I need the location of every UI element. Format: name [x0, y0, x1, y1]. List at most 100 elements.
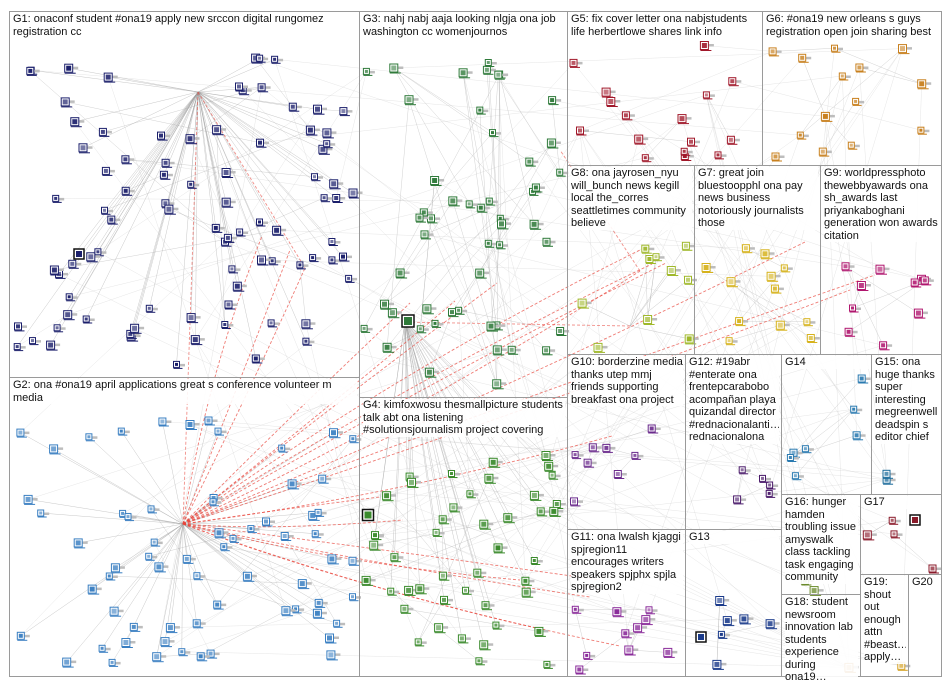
group-label-g11: G11: ona lwalsh kjaggi spjregion11 encou…: [571, 531, 683, 594]
edge: [430, 62, 574, 219]
node: [311, 530, 324, 539]
edge: [458, 310, 561, 332]
node: [150, 538, 163, 547]
node: [328, 238, 341, 246]
node: [542, 346, 556, 356]
node: [78, 143, 93, 154]
edge-ona-highlight: [182, 91, 199, 525]
node: [326, 650, 341, 661]
node: [529, 490, 544, 501]
node: [301, 319, 316, 330]
edge: [488, 62, 500, 245]
node: [16, 631, 30, 641]
node: [725, 337, 738, 346]
node: [395, 268, 410, 279]
edge: [417, 599, 445, 643]
node: [570, 497, 583, 507]
group-g12: G12: #19abr #enterate ona frentepcarabob…: [685, 354, 782, 530]
node: [583, 458, 597, 468]
node: [677, 114, 692, 125]
node: [521, 587, 536, 598]
edge: [732, 81, 921, 131]
edge: [102, 87, 262, 133]
node: [530, 557, 543, 565]
edge: [125, 523, 184, 643]
node: [647, 424, 661, 434]
node: [161, 158, 175, 168]
node: [339, 252, 352, 262]
node: [641, 615, 656, 626]
node: [448, 196, 463, 207]
edge: [848, 280, 925, 333]
edge: [78, 523, 184, 544]
edge: [164, 523, 184, 642]
edge: [736, 484, 770, 500]
group-label-g13: G13: [689, 531, 779, 544]
node: [65, 293, 78, 302]
node: [652, 253, 665, 262]
node: [612, 607, 627, 618]
node: [766, 271, 781, 282]
edge: [125, 174, 164, 192]
edge: [462, 72, 497, 326]
edge: [182, 523, 330, 639]
node: [548, 96, 562, 106]
node: [424, 367, 439, 378]
edge: [40, 512, 184, 525]
node: [211, 223, 225, 233]
node: [455, 306, 468, 315]
node: [666, 266, 681, 276]
edge: [363, 328, 850, 668]
node: [26, 66, 40, 76]
edge: [479, 272, 547, 351]
node: [328, 256, 341, 265]
edge: [182, 523, 248, 577]
node: [14, 322, 27, 332]
node: [186, 313, 201, 324]
node: [154, 562, 169, 573]
node: [178, 648, 191, 657]
edge: [186, 447, 593, 560]
group-g13: G13: [685, 529, 782, 677]
node: [546, 138, 561, 149]
edge: [182, 521, 267, 525]
edge-ona-highlight: [182, 241, 806, 525]
node: [701, 263, 716, 273]
node: [631, 451, 644, 460]
edge: [729, 324, 781, 341]
node: [52, 194, 65, 203]
edge: [386, 142, 552, 348]
edge: [605, 91, 887, 480]
node: [37, 509, 50, 518]
edge: [386, 99, 410, 348]
node: [475, 268, 490, 279]
edge: [420, 180, 435, 329]
node: [497, 219, 511, 230]
node: [204, 416, 218, 426]
node: [803, 318, 816, 327]
node: [818, 147, 832, 157]
node: [223, 233, 237, 243]
edge: [706, 94, 732, 140]
node: [606, 97, 621, 107]
node: [503, 513, 518, 524]
edge: [197, 57, 260, 93]
node: [791, 472, 804, 481]
node: [457, 634, 471, 644]
node: [847, 141, 860, 150]
edge: [790, 378, 862, 458]
node: [130, 323, 145, 334]
edge: [197, 91, 315, 177]
edge: [553, 81, 733, 512]
edge-ona-highlight: [182, 274, 876, 525]
node: [507, 345, 521, 355]
group-g16: G16: hunger hamden troubling issue amysw…: [781, 494, 861, 595]
edge: [197, 91, 333, 242]
node: [236, 228, 249, 237]
node: [70, 117, 85, 128]
edge: [197, 87, 262, 93]
edge: [197, 91, 313, 258]
edge: [197, 91, 324, 150]
node: [496, 241, 509, 250]
node: [634, 134, 649, 145]
